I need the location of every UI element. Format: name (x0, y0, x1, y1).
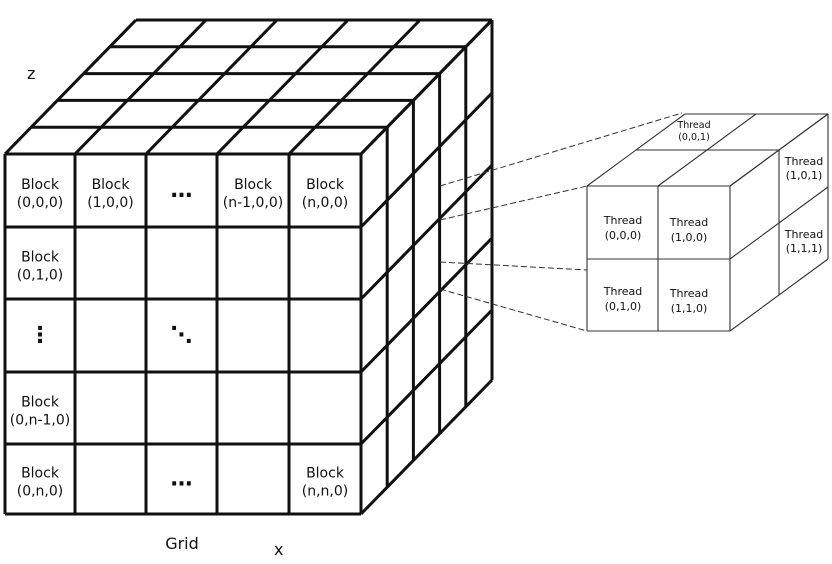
thread-label-line-1: (1,0,1) (786, 169, 823, 182)
thread-label-line-0: Thread (603, 285, 642, 298)
grid-ellipsis: ⋱ (171, 323, 193, 348)
thread-label-line-0: Thread (669, 216, 708, 229)
thread-label-line-0: Thread (669, 287, 708, 300)
grid-cell-label-line-1: (n,n,0) (302, 483, 348, 499)
thread-label: Thread (1,1,0) (669, 287, 708, 315)
grid-ellipsis-line-0: ⋮ (29, 323, 51, 348)
grid-cell-label-line-1: (1,0,0) (87, 195, 134, 211)
grid-cell-label-line-1: (0,0,0) (17, 195, 64, 211)
grid-ellipsis-line-0: … (171, 178, 193, 203)
thread-label-line-1: (0,0,1) (678, 132, 710, 143)
thread-label-line-0: Thread (676, 120, 710, 131)
grid-cell-label-line-1: (0,n,0) (17, 483, 64, 499)
grid-top-depthline (215, 18, 350, 156)
grid-cell-label-line-0: Block (306, 465, 345, 481)
grid-cell-label-line-0: Block (234, 177, 273, 193)
grid-cell-label: Block (1,0,0) (87, 177, 134, 211)
grid-cell-label: Block (n,0,0) (302, 177, 349, 211)
zoom-connector-line (439, 288, 588, 332)
thread-label: Thread (0,0,0) (603, 214, 642, 242)
zoom-connector-lines (439, 112, 683, 332)
grid-cell-label-line-0: Block (21, 394, 60, 410)
block-thread-cube (586, 113, 829, 332)
thread-label-line-1: (1,1,0) (671, 302, 708, 315)
thread-label: Thread(0,0,1) (676, 120, 710, 143)
thread-label-line-0: Thread (603, 214, 642, 227)
grid-cell-label: Block (n,n,0) (302, 465, 348, 499)
grid-cell-label: Block (0,0,0) (17, 177, 64, 211)
grid-cell-label-line-1: (n-1,0,0) (223, 195, 283, 211)
grid-cell-label: Block (0,1,0) (17, 249, 64, 283)
grid-ellipsis: … (171, 466, 193, 491)
grid-cube (3, 18, 494, 516)
thread-label-line-1: (1,1,1) (786, 242, 823, 255)
thread-label: Thread (1,0,0) (669, 216, 708, 244)
grid-cell-label-line-0: Block (92, 177, 131, 193)
grid-caption: Grid (165, 534, 199, 553)
grid-cell-label-line-1: (0,1,0) (17, 267, 64, 283)
grid-cell-label-line-0: Block (306, 177, 345, 193)
grid-ellipsis-line-0: … (171, 466, 193, 491)
grid-right-depthline (359, 91, 494, 229)
thread-label-line-1: (0,1,0) (605, 300, 642, 313)
grid-cell-label-line-0: Block (21, 465, 60, 481)
grid-cell-label: Block (0,n,0) (17, 465, 64, 499)
thread-label: Thread(1,0,1) (784, 155, 823, 182)
grid-ellipsis-line-0: ⋱ (171, 323, 193, 348)
grid-cell-label: Block (n-1,0,0) (223, 177, 283, 211)
grid-cell-label-line-0: Block (21, 249, 60, 265)
grid-top-depthline (73, 18, 208, 156)
grid-right-depthline (359, 308, 494, 446)
grid-cell-label: Block (0,n-1,0) (10, 394, 70, 428)
thread-label-line-0: Thread (784, 228, 823, 241)
zoom-connector-line (439, 261, 588, 271)
grid-cell-label-line-1: (0,n-1,0) (10, 412, 70, 428)
grid-right-depthline (359, 163, 494, 301)
grid-top-depthline (3, 18, 138, 156)
grid-cell-label-line-1: (n,0,0) (302, 195, 349, 211)
zoom-connector-line (439, 112, 683, 187)
labels: z x Grid Block (0,0,0) Block (1,0,0) … Block (… (10, 64, 823, 559)
grid-ellipsis: ⋮ (29, 323, 51, 348)
thread-label: Thread(1,1,1) (784, 228, 823, 255)
thread-label: Thread (0,1,0) (603, 285, 642, 313)
thread-label-line-0: Thread (784, 155, 823, 168)
thread-label-line-1: (0,0,0) (605, 229, 642, 242)
z-axis-label: z (27, 64, 35, 83)
grid-right-depthline (359, 378, 494, 516)
thread-label-line-1: (1,0,0) (671, 231, 708, 244)
grid-right-depthline (359, 18, 494, 156)
x-axis-label: x (274, 540, 283, 559)
grid-cell-label-line-0: Block (21, 177, 60, 193)
grid-ellipsis: … (171, 178, 193, 203)
grid-top-depthline (287, 18, 422, 156)
grid-right-depthline (359, 236, 494, 374)
grid-top-depthline (144, 18, 279, 156)
zoom-connector-line (439, 185, 588, 221)
